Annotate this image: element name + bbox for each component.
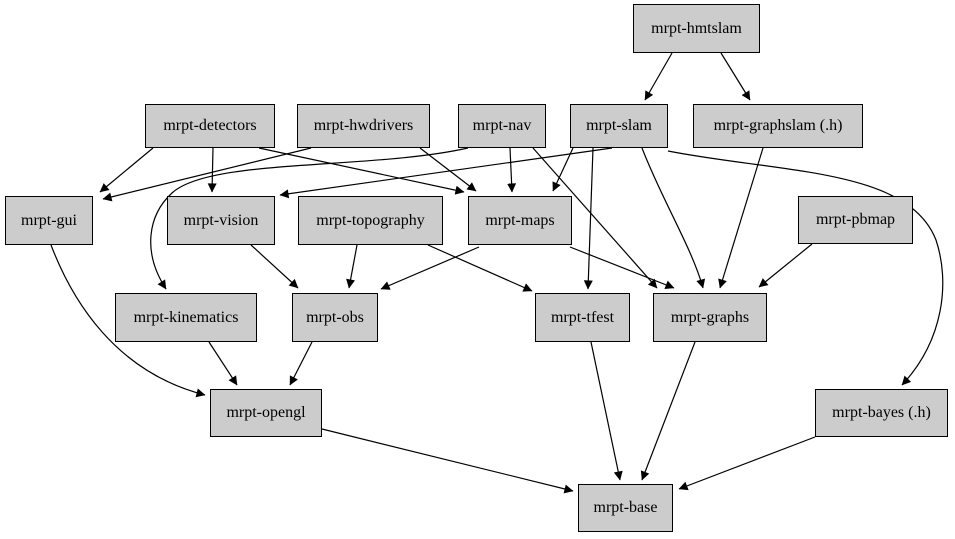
edge-slam-maps (552, 147, 574, 192)
node-mrpt-hwdrivers: mrpt-hwdrivers (297, 104, 430, 148)
edge-slam-graphs (641, 147, 706, 289)
node-mrpt-slam: mrpt-slam (570, 104, 668, 148)
edge-slam-bayes (667, 150, 944, 386)
edge-opengl-base (321, 428, 574, 494)
edge-graphs-base (640, 341, 696, 481)
edge-bayes-base (678, 436, 816, 491)
node-mrpt-pbmap: mrpt-pbmap (798, 196, 913, 244)
edge-gui-opengl (50, 244, 206, 398)
node-mrpt-obs: mrpt-obs (292, 293, 378, 342)
edge-nav-maps (507, 147, 517, 193)
node-mrpt-nav: mrpt-nav (458, 104, 546, 148)
edge-kinematics-opengl (208, 341, 238, 386)
node-mrpt-vision: mrpt-vision (167, 196, 275, 245)
edge-nav-kinematics (150, 147, 469, 290)
node-mrpt-bayes: mrpt-bayes (.h) (815, 389, 948, 437)
edge-pbmap-graphs (758, 243, 813, 288)
edge-hmtslam-graphslam (720, 52, 751, 101)
node-mrpt-maps: mrpt-maps (468, 196, 572, 245)
edge-hmtslam-slam (644, 52, 673, 101)
node-mrpt-hmtslam: mrpt-hmtslam (633, 4, 760, 53)
edge-tfest-base (590, 341, 623, 481)
edge-slam-vision (279, 147, 613, 199)
edge-detectors-gui (99, 147, 154, 193)
edge-topography-obs (346, 244, 358, 289)
node-mrpt-base: mrpt-base (578, 484, 673, 532)
edge-detectors-maps (258, 147, 465, 195)
node-mrpt-opengl: mrpt-opengl (210, 389, 322, 437)
edge-slam-tfest (583, 147, 594, 290)
edge-maps-obs (380, 246, 480, 290)
node-mrpt-graphs: mrpt-graphs (653, 293, 767, 342)
edge-obs-opengl (289, 341, 313, 386)
node-mrpt-topography: mrpt-topography (298, 196, 443, 245)
edge-vision-obs (250, 244, 299, 289)
edge-nav-graphs (532, 147, 658, 289)
edge-graphslam-graphs (718, 147, 764, 289)
node-mrpt-graphslam: mrpt-graphslam (.h) (693, 104, 863, 148)
edge-maps-graphs (569, 246, 675, 290)
node-mrpt-detectors: mrpt-detectors (145, 104, 275, 148)
node-mrpt-kinematics: mrpt-kinematics (115, 293, 257, 342)
edge-topography-tfest (427, 244, 533, 292)
node-mrpt-gui: mrpt-gui (5, 196, 93, 245)
edge-detectors-vision (207, 147, 217, 193)
edge-hwdrivers-gui (102, 147, 312, 202)
node-mrpt-tfest: mrpt-tfest (535, 293, 630, 342)
